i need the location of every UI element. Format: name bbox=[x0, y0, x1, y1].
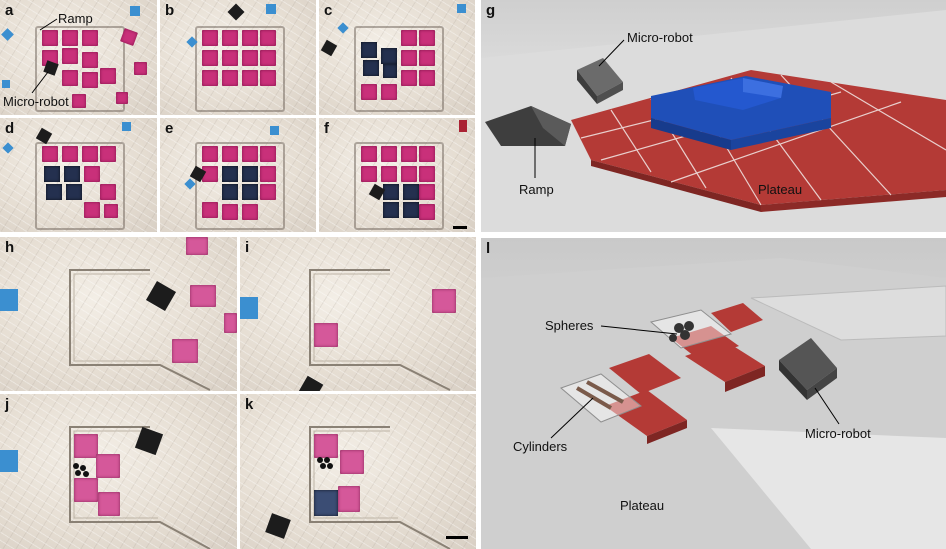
assembly-frame bbox=[69, 269, 211, 391]
scale-bar bbox=[446, 536, 468, 539]
assembly-frame bbox=[309, 426, 451, 549]
panel-label-h: h bbox=[5, 239, 15, 256]
micro-robot bbox=[227, 3, 245, 21]
spheres bbox=[317, 457, 333, 469]
panel-h: h bbox=[0, 237, 237, 391]
panel-label-b: b bbox=[165, 2, 175, 19]
panel-c: c bbox=[319, 0, 475, 115]
panel-i: i bbox=[240, 237, 476, 391]
panel-label-l: l bbox=[486, 240, 491, 257]
cylinders-label: Cylinders bbox=[513, 439, 568, 454]
plateau-render-g bbox=[481, 10, 946, 232]
panel-l: l Spheres Cylinders Micro-robot Plateau bbox=[481, 238, 946, 549]
panel-d: d bbox=[0, 118, 157, 232]
ramp-label: Ramp bbox=[58, 11, 93, 26]
spheres-label: Spheres bbox=[545, 318, 594, 333]
panel-label-g: g bbox=[486, 2, 496, 19]
micro-robot-label: Micro-robot bbox=[627, 30, 693, 45]
ramp-label: Ramp bbox=[519, 182, 554, 197]
panel-b: b bbox=[160, 0, 316, 115]
micro-robot bbox=[320, 39, 338, 57]
panel-a: a Ramp Micro-robot bbox=[0, 0, 157, 115]
plateau-label: Plateau bbox=[758, 182, 803, 197]
assembly-frame bbox=[309, 269, 451, 391]
panel-label-f: f bbox=[324, 120, 329, 137]
spheres bbox=[73, 463, 89, 477]
panel-e: e bbox=[160, 118, 316, 232]
plateau-label: Plateau bbox=[620, 498, 665, 513]
plateau-render-l bbox=[481, 258, 946, 549]
panel-g: g Micro-r bbox=[481, 0, 946, 232]
panel-k: k bbox=[240, 394, 476, 549]
micro-robot-label: Micro-robot bbox=[3, 94, 69, 109]
panel-label-k: k bbox=[245, 396, 254, 413]
panel-label-a: a bbox=[5, 2, 14, 19]
assembly-frame bbox=[69, 426, 211, 549]
panel-label-j: j bbox=[5, 396, 10, 413]
panel-f: f bbox=[319, 118, 475, 232]
panel-label-e: e bbox=[165, 120, 174, 137]
panel-label-d: d bbox=[5, 120, 15, 137]
scale-bar bbox=[453, 226, 467, 229]
assembly-frame bbox=[35, 26, 125, 112]
micro-robot-label: Micro-robot bbox=[805, 426, 871, 441]
panel-j: j bbox=[0, 394, 237, 549]
panel-label-i: i bbox=[245, 239, 250, 256]
annotation-leaders bbox=[31, 18, 58, 94]
panel-label-c: c bbox=[324, 2, 333, 19]
